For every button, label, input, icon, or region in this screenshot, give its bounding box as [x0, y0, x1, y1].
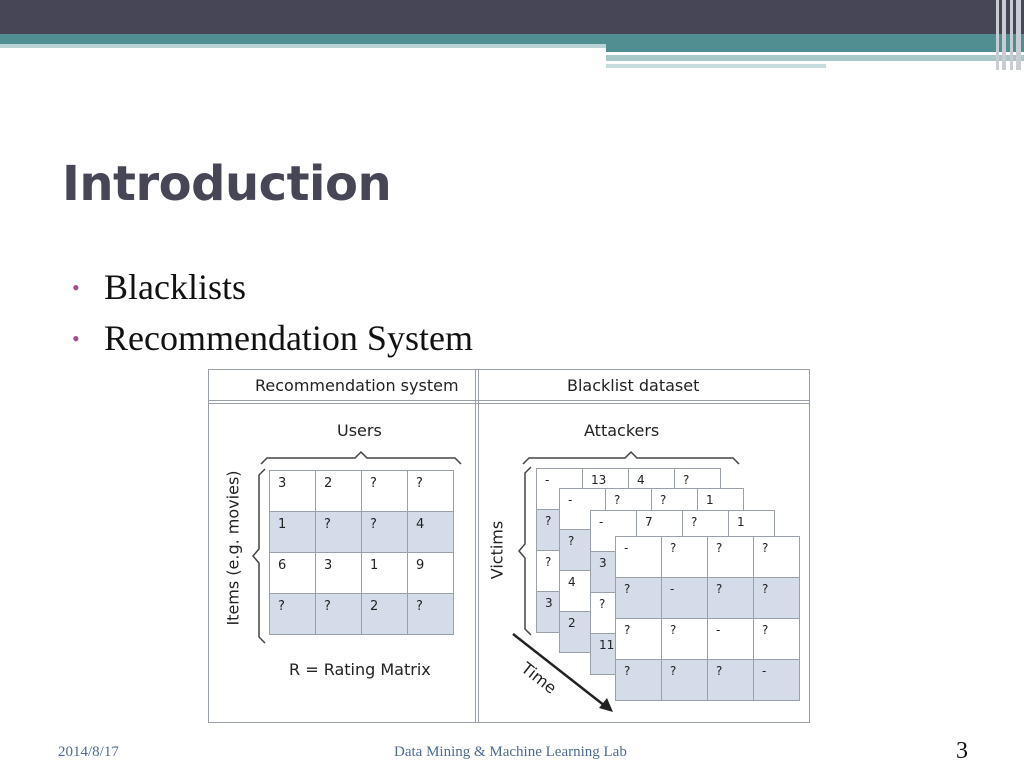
- matrix-cell: 9: [408, 553, 454, 594]
- page-number: 3: [956, 738, 968, 764]
- matrix-cell: ?: [362, 471, 408, 512]
- header-vertical-stripe: [1002, 0, 1006, 70]
- matrix-cell: ?: [708, 578, 754, 619]
- matrix-cell: 1: [362, 553, 408, 594]
- matrix-cell: 1: [270, 512, 316, 553]
- matrix-cell: -: [662, 578, 708, 619]
- matrix-cell: 2: [362, 594, 408, 635]
- matrix-cell: ?: [408, 471, 454, 512]
- matrix-cell: ?: [270, 594, 316, 635]
- users-brace-icon: [260, 450, 462, 465]
- bullet-dot-icon: •: [72, 275, 80, 300]
- left-header: Recommendation system: [255, 376, 459, 395]
- matrix-cell: ?: [408, 594, 454, 635]
- matrix-cell: ?: [316, 512, 362, 553]
- blacklist-layer: -????-????-????-: [615, 536, 800, 701]
- header-light-stripe: [0, 44, 1024, 48]
- bullet-item: • Blacklists: [72, 262, 473, 313]
- matrix-cell: 4: [408, 512, 454, 553]
- header-band: [0, 0, 1024, 34]
- bullet-text: Blacklists: [104, 267, 246, 307]
- header-vertical-stripe: [1010, 0, 1013, 70]
- matrix-cell: ?: [616, 660, 662, 701]
- matrix-cell: -: [616, 537, 662, 578]
- bullet-dot-icon: •: [72, 326, 80, 351]
- header-vertical-stripe: [996, 0, 999, 70]
- header-accent-stripe: [606, 44, 1024, 52]
- footer-lab-name: Data Mining & Machine Learning Lab: [394, 744, 627, 760]
- matrix-cell: -: [708, 619, 754, 660]
- header-accent-stripe-2: [606, 55, 1024, 61]
- bullet-list: • Blacklists • Recommendation System: [72, 262, 473, 364]
- footer-date: 2014/8/17: [58, 744, 119, 760]
- matrix-cell: ?: [754, 578, 800, 619]
- header-accent-stripe-3: [606, 64, 826, 68]
- items-brace-icon: [252, 468, 266, 644]
- matrix-cell: ?: [662, 537, 708, 578]
- matrix-cell: ?: [708, 660, 754, 701]
- attackers-brace-icon: [522, 450, 740, 465]
- matrix-cell: ?: [616, 578, 662, 619]
- matrix-cell: ?: [316, 594, 362, 635]
- attackers-label: Attackers: [584, 421, 660, 440]
- matrix-cell: ?: [362, 512, 408, 553]
- figure-panel: Recommendation system Blacklist dataset …: [208, 369, 810, 723]
- matrix-cell: ?: [662, 660, 708, 701]
- header-vertical-stripe: [1016, 0, 1021, 70]
- right-header: Blacklist dataset: [567, 376, 700, 395]
- header-teal-stripe: [0, 34, 1024, 44]
- matrix-cell: 3: [270, 471, 316, 512]
- matrix-cell: ?: [754, 619, 800, 660]
- matrix-caption: R = Rating Matrix: [289, 660, 431, 679]
- matrix-cell: ?: [616, 619, 662, 660]
- users-label: Users: [337, 421, 382, 440]
- matrix-cell: -: [754, 660, 800, 701]
- matrix-cell: ?: [708, 537, 754, 578]
- matrix-cell: ?: [662, 619, 708, 660]
- items-label: Items (e.g. movies): [223, 470, 243, 626]
- bullet-text: Recommendation System: [104, 318, 473, 358]
- bullet-item: • Recommendation System: [72, 313, 473, 364]
- matrix-cell: ?: [754, 537, 800, 578]
- slide-title: Introduction: [62, 156, 392, 212]
- time-arrow-icon: [512, 633, 613, 712]
- victims-brace-icon: [518, 466, 532, 636]
- matrix-cell: 6: [270, 553, 316, 594]
- matrix-cell: 3: [316, 553, 362, 594]
- matrix-cell: 2: [316, 471, 362, 512]
- victims-label: Victims: [487, 520, 507, 580]
